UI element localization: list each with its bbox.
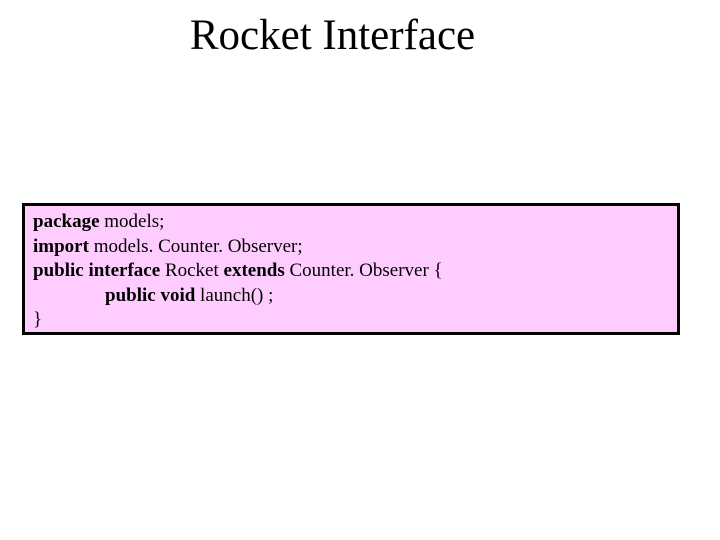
keyword-import: import xyxy=(33,235,89,257)
keyword-public-void: public void xyxy=(105,284,196,306)
code-line-closing-brace: } xyxy=(33,308,677,333)
code-line-interface-declaration: public interface Rocket extends Counter.… xyxy=(33,259,677,284)
code-line-import: import models. Counter. Observer; xyxy=(33,235,677,260)
code-text: Counter. Observer { xyxy=(284,260,443,281)
code-block: package models; import models. Counter. … xyxy=(25,206,677,333)
keyword-extends: extends xyxy=(223,260,285,281)
slide-title: Rocket Interface xyxy=(189,12,476,59)
code-line-method: public void launch() ; xyxy=(33,284,677,309)
code-text: models; xyxy=(99,211,165,232)
keyword-public-interface: public interface xyxy=(33,260,161,281)
code-line-package: package models; xyxy=(33,210,677,235)
code-text: } xyxy=(33,309,43,330)
code-text: models. Counter. Observer; xyxy=(88,235,303,257)
keyword-package: package xyxy=(33,211,100,232)
code-text: Rocket xyxy=(160,260,224,281)
code-box: package models; import models. Counter. … xyxy=(22,203,680,335)
code-text: launch() ; xyxy=(195,284,274,306)
